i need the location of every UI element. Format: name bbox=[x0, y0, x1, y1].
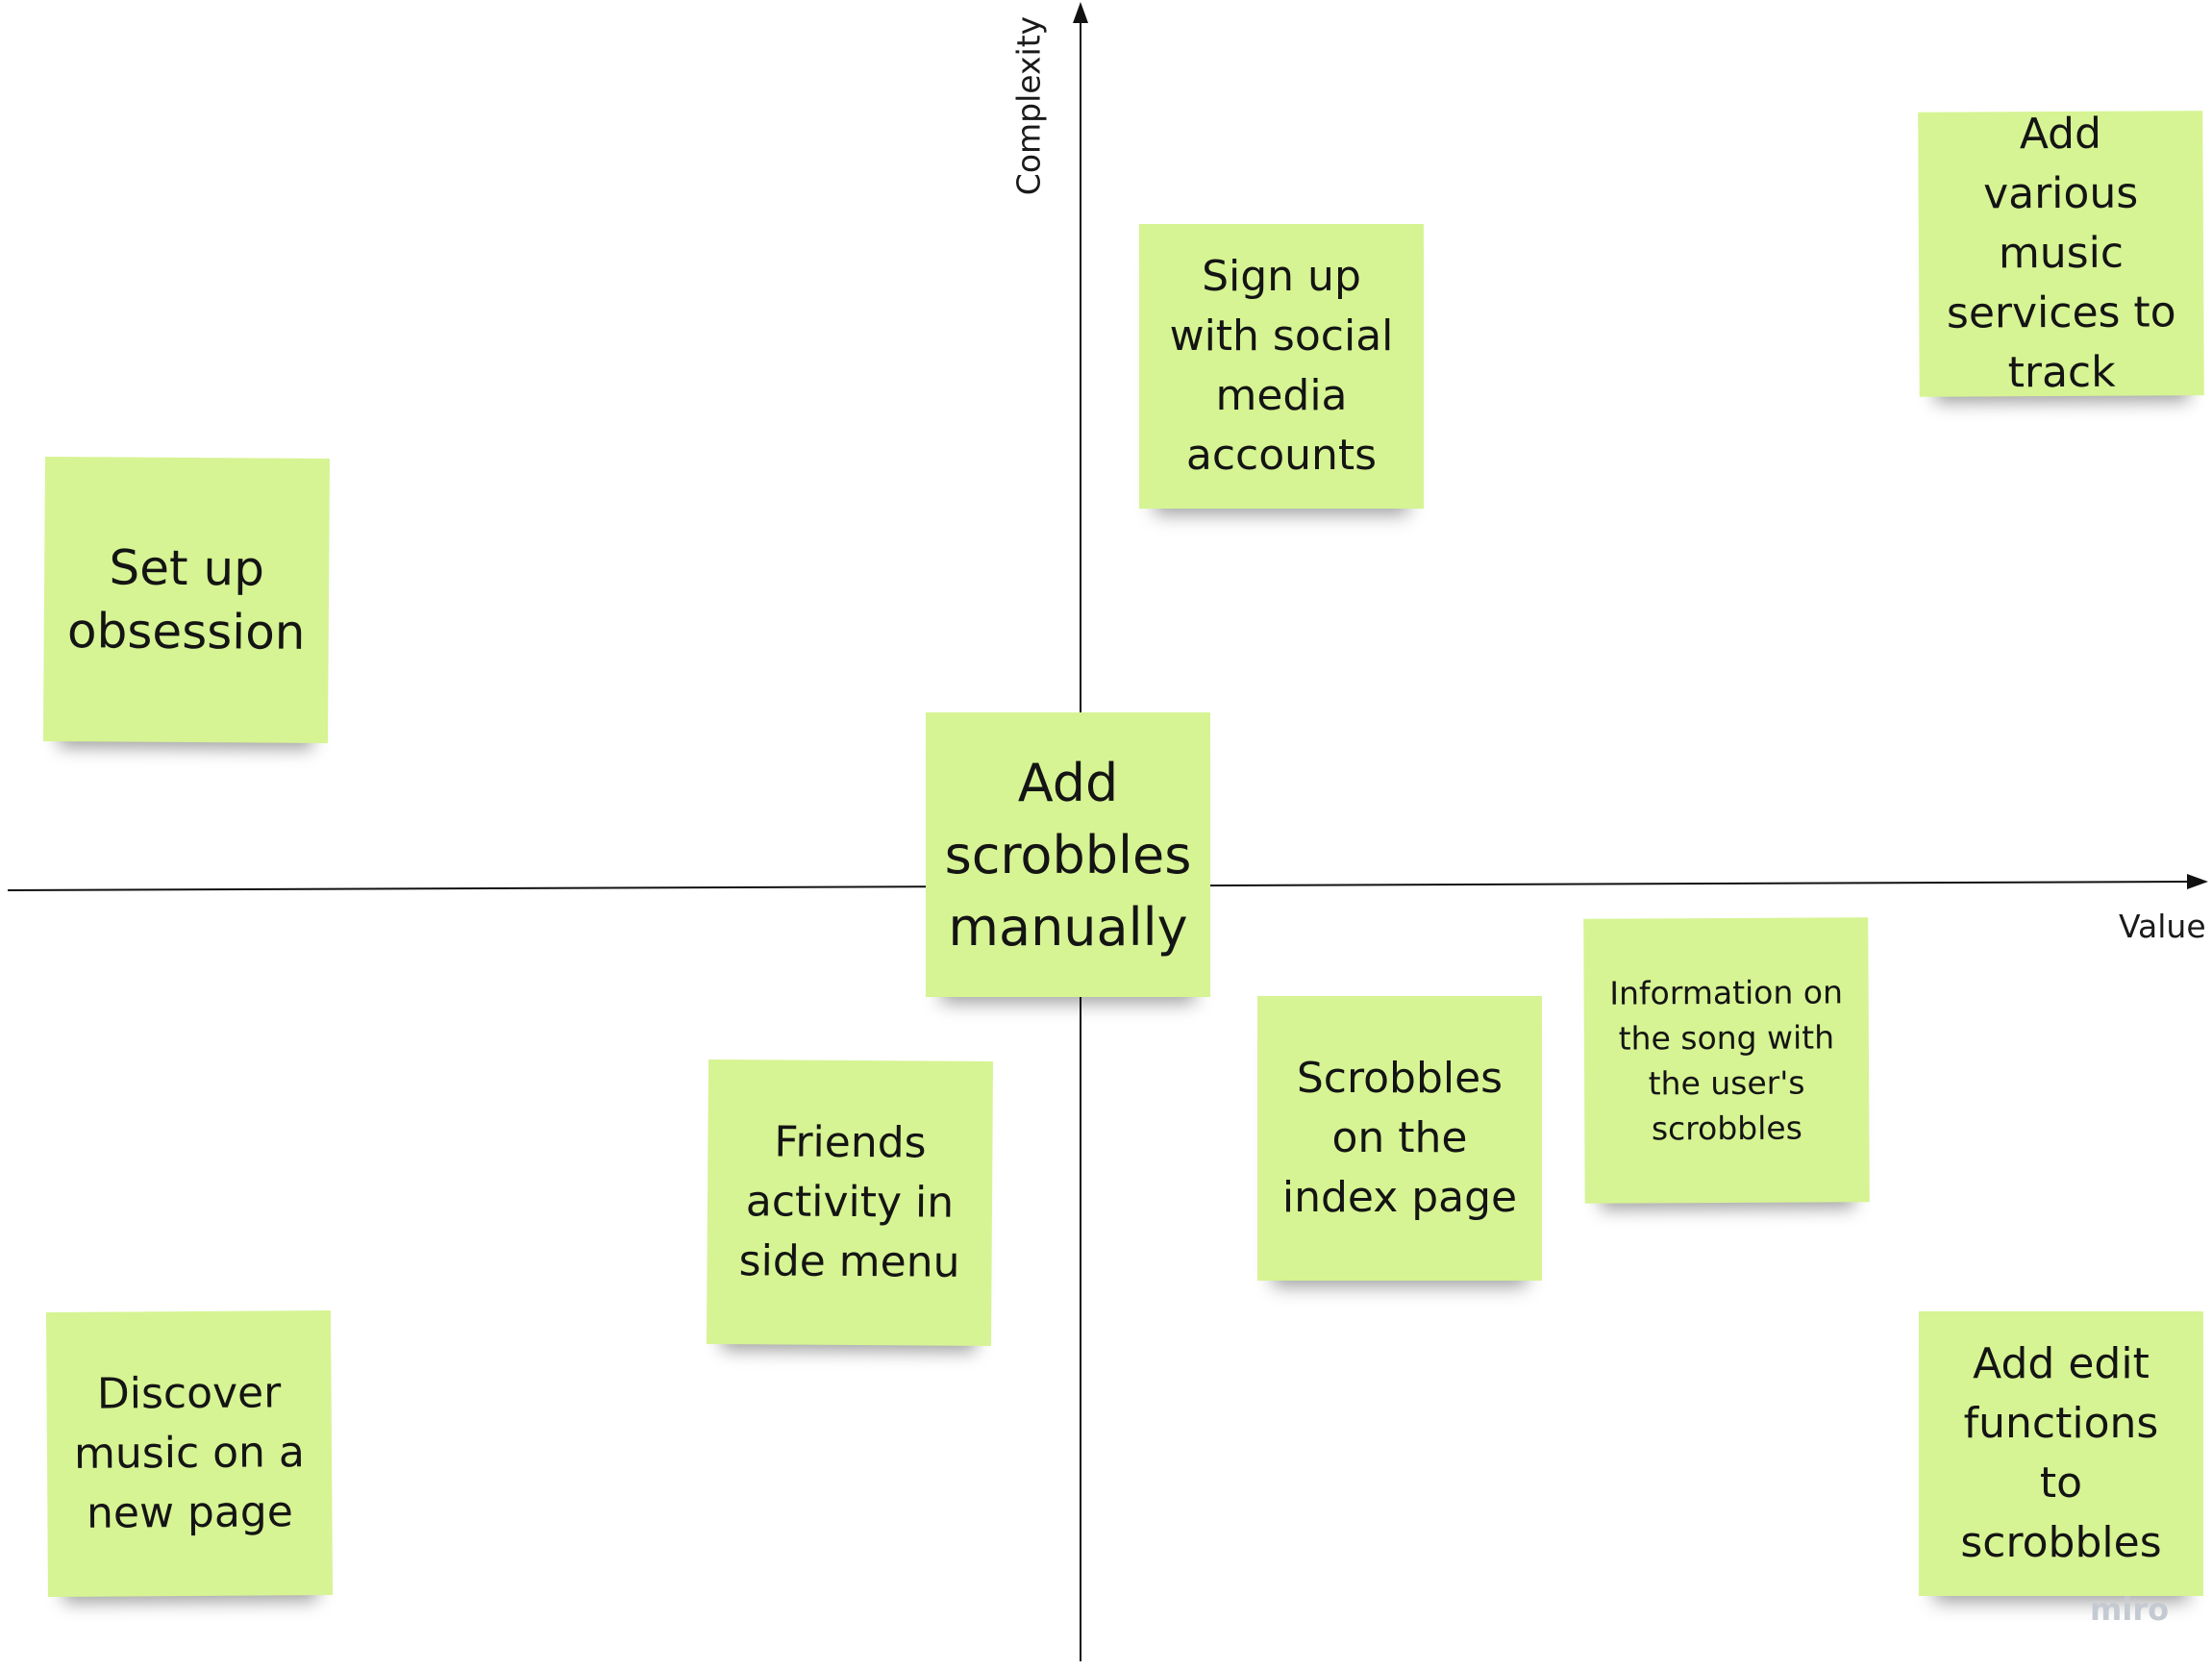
sticky-note-add-various-services[interactable]: Add various music services to track bbox=[1918, 110, 2204, 397]
y-axis-arrowhead-icon bbox=[1073, 2, 1088, 23]
sticky-note-set-up-obsession[interactable]: Set up obsession bbox=[42, 456, 331, 744]
sticky-note-add-edit-functions[interactable]: Add edit functions to scrobbles bbox=[1919, 1311, 2203, 1596]
x-axis-label: Value bbox=[2119, 908, 2206, 945]
sticky-note-information-song[interactable]: Information on the song with the user's … bbox=[1583, 917, 1870, 1204]
x-axis-arrowhead-icon bbox=[2187, 874, 2208, 889]
sticky-note-scrobbles-index[interactable]: Scrobbles on the index page bbox=[1257, 996, 1542, 1281]
y-axis-label: Complexity bbox=[1009, 15, 1048, 196]
sticky-note-discover-music[interactable]: Discover music on a new page bbox=[45, 1309, 334, 1598]
sticky-note-sign-up-social[interactable]: Sign up with social media accounts bbox=[1139, 224, 1424, 509]
sticky-note-friends-activity[interactable]: Friends activity in side menu bbox=[706, 1059, 994, 1347]
sticky-note-add-scrobbles-manually[interactable]: Add scrobbles manually bbox=[926, 712, 1210, 997]
miro-watermark: miro bbox=[2090, 1591, 2170, 1628]
